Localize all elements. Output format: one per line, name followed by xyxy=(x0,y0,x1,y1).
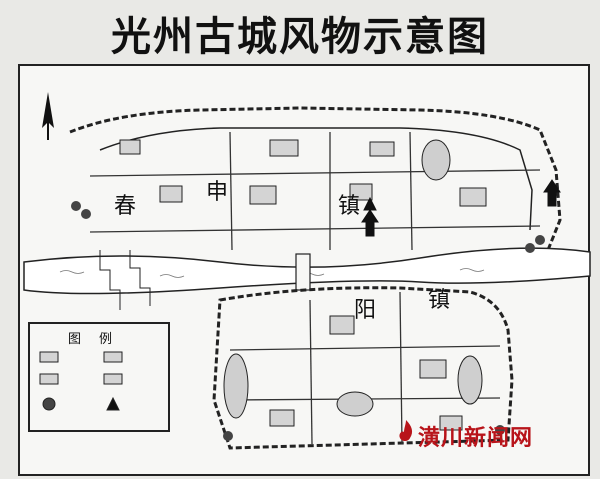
district-label-zhen-north: 镇 xyxy=(338,194,361,219)
pond xyxy=(223,353,249,419)
building-blocks xyxy=(119,139,487,431)
north-streets xyxy=(89,131,541,251)
tree-icon xyxy=(71,201,545,441)
district-label-chun: 春 xyxy=(114,194,137,219)
north-city-wall-inner xyxy=(99,127,533,231)
pond xyxy=(336,391,374,417)
map-title: 光州古城风物示意图 xyxy=(111,13,489,60)
south-city-wall xyxy=(212,286,514,450)
terraced-fields xyxy=(99,250,151,310)
pond xyxy=(457,355,483,405)
watermark: 潢川新闻网 xyxy=(418,426,534,451)
bridge xyxy=(295,253,311,291)
pond xyxy=(421,139,451,181)
pagoda-icon xyxy=(361,196,379,237)
flame-logo-icon xyxy=(399,420,413,441)
district-label-yang: 阳 xyxy=(354,298,377,323)
pagoda-icon xyxy=(543,179,561,207)
district-label-zhen-south: 镇 xyxy=(428,288,451,313)
south-streets xyxy=(229,291,501,445)
north-arrow-icon xyxy=(42,92,54,140)
legend-title: 图例 xyxy=(67,332,130,347)
legend-symbols xyxy=(39,351,123,411)
district-label-shen: 申 xyxy=(206,180,229,205)
north-city-wall xyxy=(69,106,562,251)
map-legend: 图例 xyxy=(28,322,170,432)
